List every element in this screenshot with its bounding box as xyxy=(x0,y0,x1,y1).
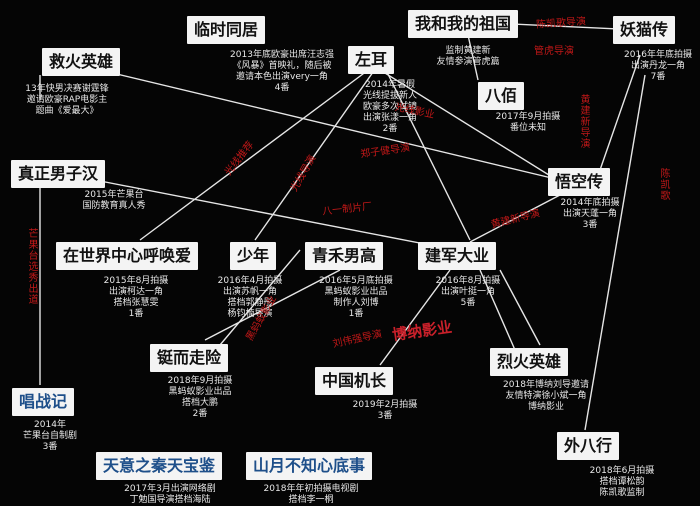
note-waibahang: 2018年6月拍摄 搭档谭松韵 陈凯歌监制 xyxy=(589,466,655,498)
line-zuoer-shaonian xyxy=(254,64,379,241)
note-shaonian: 2016年4月拍摄 出演苏帆一角 搭档郭静彤 杨钧楠导演 xyxy=(217,276,283,319)
label-chenkaige-2: 陈凯歌 xyxy=(658,168,669,201)
node-jianjun: 建军大业 xyxy=(418,242,497,270)
note-babai: 2017年9月拍摄 番位未知 xyxy=(495,112,561,133)
node-yaomao: 妖猫传 xyxy=(613,16,676,44)
line-zhenzheng-jianjun xyxy=(94,179,431,246)
node-zuguo: 我和我的祖国 xyxy=(408,10,519,38)
note-jiuhuo: 13年快男决赛谢霆锋 邀请欧豪RAP电影主 题曲《爱最大》 xyxy=(25,84,109,116)
node-shanyue: 山月不知心底事 xyxy=(246,452,373,480)
note-zaishijie: 2015年8月拍摄 出演柯达一角 搭档张慧雯 1番 xyxy=(103,276,169,319)
note-tingerzou: 2018年9月拍摄 黑蚂蚁影业出品 搭档大鹏 2番 xyxy=(167,376,233,419)
node-tingerzou: 铤而走险 xyxy=(150,344,229,372)
line-wukong-jianjun xyxy=(469,194,561,243)
note-linshi: 2013年底欧豪出席汪志强 《风暴》首映礼，随后被 邀请本色出演very一角 4… xyxy=(230,50,334,93)
line-jianjun-zhongguo xyxy=(379,269,451,366)
note-shanyue: 2018年年初拍摄电视剧 搭档李一桐 xyxy=(263,484,359,505)
label-guanhu: 管虎导演 xyxy=(534,46,574,57)
line-jianjun-liehuo2 xyxy=(479,269,516,351)
line-qinghe-tingerzou xyxy=(204,269,341,341)
node-waibahang: 外八行 xyxy=(557,432,620,460)
line-zuoer-jianjun xyxy=(384,67,471,241)
note-wukong: 2014年底拍摄 出演天蓬一角 3番 xyxy=(560,198,620,230)
note-qinghe: 2016年5月底拍摄 黑蚂蚁影业出品 制作人刘博 1番 xyxy=(319,276,393,319)
line-jiuhuo-wukong xyxy=(99,69,561,181)
note-zhenzheng: 2015年芒果台 国防教育真人秀 xyxy=(82,190,146,211)
node-changzhan: 唱战记 xyxy=(12,388,75,416)
note-yaomao: 2016年年底拍摄 出演丹龙一角 7番 xyxy=(624,50,692,82)
node-qinghe: 青禾男高 xyxy=(305,242,384,270)
note-zhongguo: 2019年2月拍摄 3番 xyxy=(352,400,418,421)
node-shaonian: 少年 xyxy=(230,242,277,270)
note-changzhan: 2014年 芒果台自制剧 3番 xyxy=(22,420,77,452)
label-mangguo: 芒果台选秀出道 xyxy=(26,228,37,305)
line-shaonian-tingerzou xyxy=(219,249,301,346)
label-huangjianxin: 黄建新导演 xyxy=(578,94,589,149)
line-zuguo-babai xyxy=(467,34,479,81)
node-zhongguo: 中国机长 xyxy=(315,367,394,395)
note-tianyi: 2017年3月出演网络剧 丁勉国导演搭档海陆 xyxy=(124,484,216,505)
node-zhenzheng: 真正男子汉 xyxy=(11,160,106,188)
node-liehuo: 烈火英雄 xyxy=(490,348,569,376)
line-yaomao-waibahang xyxy=(584,74,646,431)
node-zuoer: 左耳 xyxy=(348,46,395,74)
line-yaomao-wukong xyxy=(599,54,641,171)
node-tianyi: 天意之秦天宝鉴 xyxy=(96,452,223,480)
line-zuoer-zaishijie xyxy=(139,64,376,241)
note-jianjun: 2016年8月拍摄 出演叶挺一角 5番 xyxy=(435,276,501,308)
note-zuguo: 监制黄建新 友情参演管虎篇 xyxy=(436,46,500,67)
line-zuoer-wukong xyxy=(371,64,566,186)
node-zaishijie: 在世界中心呼唤爱 xyxy=(56,242,199,270)
node-jiuhuo: 救火英雄 xyxy=(42,48,121,76)
line-jianjun-liehuo xyxy=(499,269,541,346)
note-zuoer: 2014年暑假 光线提拔新人 欧豪多次试镜 出演张漾一角 2番 xyxy=(362,80,417,134)
node-linshi: 临时同居 xyxy=(187,16,266,44)
node-wukong: 悟空传 xyxy=(548,168,611,196)
note-liehuo: 2018年博纳刘导邀请 友情特演徐小斌一角 博纳影业 xyxy=(503,380,589,412)
node-babai: 八佰 xyxy=(478,82,525,110)
